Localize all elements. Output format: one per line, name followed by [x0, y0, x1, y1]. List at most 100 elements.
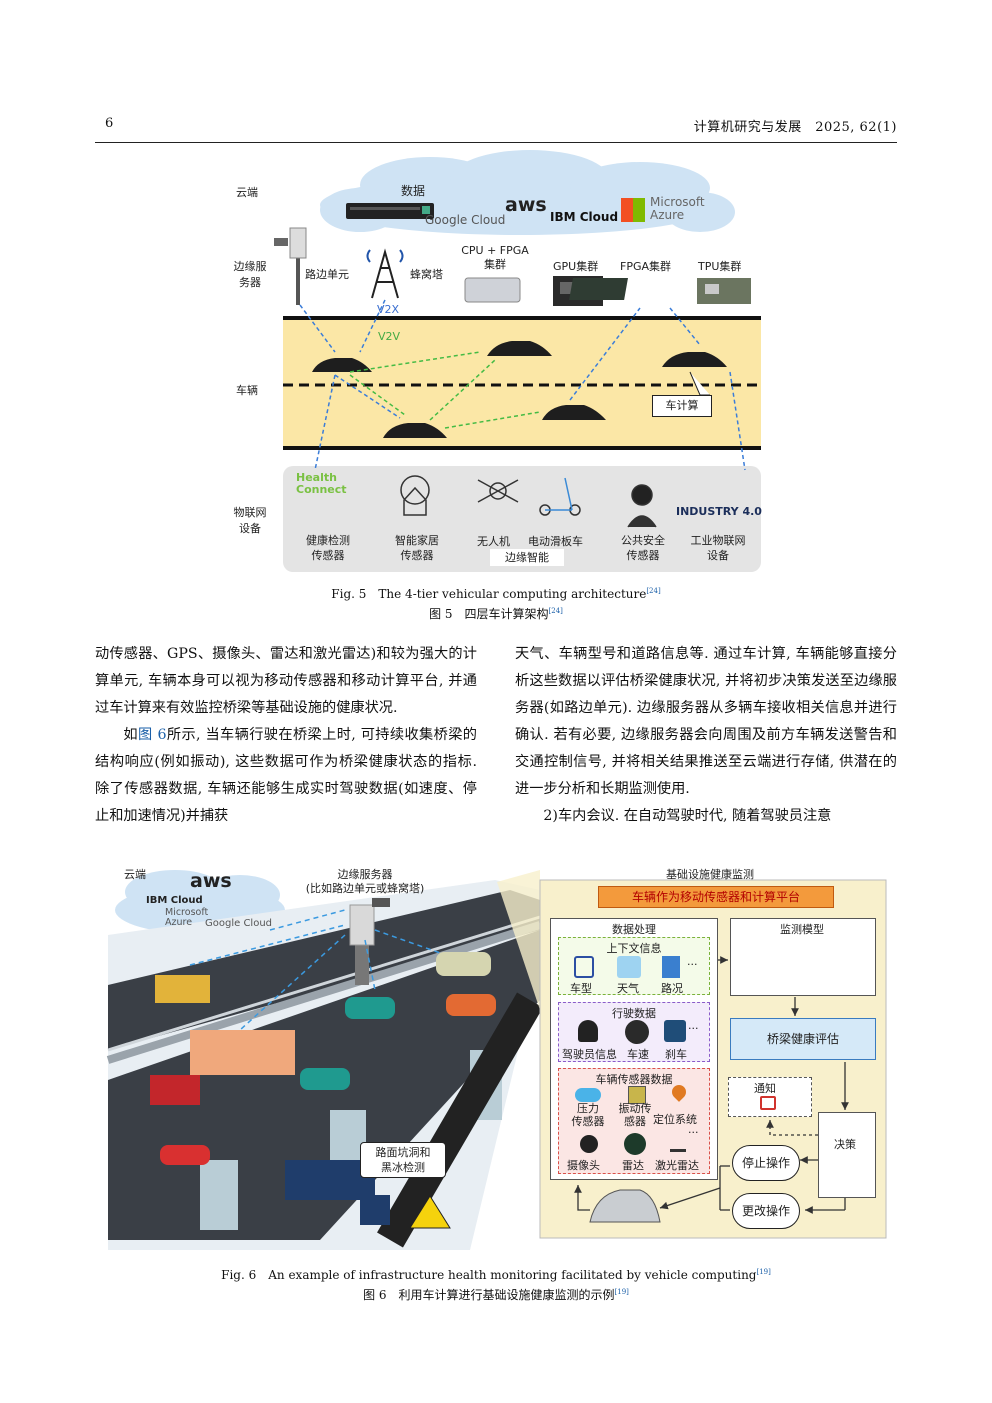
- weather-icon: [617, 956, 641, 978]
- rsu-label: 路边单元: [305, 268, 349, 281]
- panel-banner: 车辆作为移动传感器和计算平台: [598, 886, 834, 908]
- aws-logo: aws: [505, 194, 547, 216]
- change-operation: 更改操作: [732, 1193, 800, 1229]
- v2v-links: [349, 351, 541, 429]
- cell-tower-icon: [366, 248, 404, 299]
- context-ellipsis: ···: [687, 958, 698, 971]
- google-cloud-logo: Google Cloud: [425, 213, 506, 227]
- fig6-google-logo: Google Cloud: [205, 918, 273, 929]
- tpu-label: TPU集群: [698, 260, 742, 273]
- data-processing-title: 数据处理: [612, 923, 656, 936]
- azure-logo: Microsoft Azure: [650, 195, 705, 222]
- edge-tower-icon: [349, 898, 390, 985]
- ibm-cloud-logo: IBM Cloud: [550, 210, 619, 224]
- v2v-label: V2V: [378, 330, 401, 343]
- pothole-callout: 路面坑洞和 黑冰检测: [360, 1142, 446, 1178]
- drone-label: 无人机: [477, 535, 510, 548]
- figure-6-link[interactable]: 图 6: [137, 727, 167, 743]
- microsoft-logo-icon: [621, 198, 645, 222]
- sensor-item-camera: 摄像头: [567, 1159, 600, 1172]
- stop-operation: 停止操作: [732, 1145, 800, 1181]
- running-header: 6 计算机研究与发展 2025, 62(1): [95, 116, 897, 143]
- warning-sign-icon: [409, 1195, 451, 1229]
- brake-icon: [664, 1020, 686, 1042]
- tower-label: 蜂窝塔: [410, 268, 443, 281]
- lidar-icon: [670, 1134, 686, 1152]
- fig5-caption-zh: 图 5 四层车计算架构[24]: [429, 607, 563, 621]
- security-sensor-label: 公共安全 传感器: [621, 534, 665, 562]
- gpu-label: GPU集群: [553, 260, 599, 273]
- bridge-eval-box: 桥梁健康评估: [730, 1018, 876, 1060]
- left-column: 动传感器、GPS、摄像头、雷达和激光雷达)和较为强大的计算单元, 车辆本身可以视…: [95, 641, 477, 830]
- edge-server-sublabel: (比如路边单元或蜂窝塔): [305, 882, 425, 895]
- fig6-ibm-logo: IBM Cloud: [146, 895, 203, 906]
- cloud-data-label: 数据: [401, 184, 426, 198]
- cpu-fpga-icon: [464, 277, 521, 303]
- camera-icon: [580, 1135, 598, 1153]
- fpga-icon: [569, 278, 628, 300]
- road-condition-icon: [662, 956, 680, 978]
- sensor-item-radar: 雷达: [622, 1159, 644, 1172]
- right-column: 天气、车辆型号和道路信息等. 通过车计算, 车辆能够直接分析这些数据以评估桥梁健…: [515, 641, 897, 830]
- sensor-item-gps: 定位系统: [653, 1113, 697, 1126]
- v2x-links: [299, 299, 746, 471]
- notify-label: 通知: [754, 1082, 776, 1095]
- panel-car-icon: [589, 1189, 661, 1223]
- notify-box: [728, 1077, 812, 1117]
- health-connect-logo: Health Connect: [296, 471, 347, 496]
- sensor-item-pressure: 压力 传感器: [571, 1102, 605, 1128]
- driver-icon: [578, 1020, 598, 1042]
- fig6-aws-logo: aws: [190, 870, 232, 892]
- speedometer-icon: [625, 1020, 649, 1044]
- right-paragraph-2: 2)车内会议. 在自动驾驶时代, 随着驾驶员注意: [543, 808, 832, 824]
- vibration-sensor-icon: [628, 1086, 646, 1104]
- sensors-title: 车辆传感器数据: [595, 1073, 673, 1086]
- v2x-label: V2X: [377, 303, 400, 316]
- edge-server-label: 边缘服务器: [337, 868, 393, 881]
- edge-intelligence-label: 边缘智能: [490, 549, 564, 566]
- fig5-cars: [312, 341, 727, 438]
- sensors-ellipsis: ···: [688, 1126, 699, 1139]
- cloud-shape: [320, 150, 735, 235]
- context-item-weather: 天气: [617, 982, 639, 995]
- fpga-label: FPGA集群: [620, 260, 672, 273]
- rsu-icon: [274, 227, 307, 305]
- journal-title: 计算机研究与发展 2025, 62(1): [693, 120, 897, 135]
- industry-logo: INDUSTRY 4.0: [676, 505, 762, 518]
- driving-ellipsis: ···: [688, 1022, 699, 1035]
- vehicle-compute-callout: 车计算: [652, 395, 712, 417]
- road-area: [283, 318, 761, 448]
- radar-icon: [624, 1133, 646, 1155]
- smart-home-label: 智能家居 传感器: [395, 534, 439, 562]
- context-title: 上下文信息: [606, 942, 662, 955]
- cpu-fpga-label: CPU + FPGA 集群: [461, 244, 529, 271]
- scooter-label: 电动滑板车: [528, 535, 583, 548]
- tier-edge-label: 边缘服 务器: [233, 260, 267, 289]
- tier-iot-label: 物联网 设备: [233, 506, 267, 535]
- monitor-model-title: 监测模型: [780, 923, 824, 936]
- page-number: 6: [105, 116, 114, 131]
- panel-arrows: [574, 956, 849, 1214]
- left-paragraph-2: 如图 6所示, 当车辆行驶在桥梁上时, 可持续收集桥梁的结构响应(例如振动), …: [95, 727, 477, 824]
- driving-item-driver: 驾驶员信息: [562, 1048, 617, 1061]
- notification-icon: [760, 1096, 776, 1110]
- fig6-caption-zh: 图 6 利用车计算进行基础设施健康监测的示例[19]: [363, 1288, 629, 1302]
- monitor-model-box: [730, 918, 876, 996]
- car-model-icon: [574, 956, 594, 978]
- sensor-item-vibration: 振动传 感器: [618, 1102, 652, 1128]
- driving-item-speed: 车速: [627, 1048, 649, 1061]
- fig6-caption-en: Fig. 6 An example of infrastructure heal…: [221, 1268, 771, 1282]
- fig6-vehicles: [150, 952, 496, 1225]
- pressure-sensor-icon: [575, 1088, 601, 1102]
- fig6-azure-logo: Microsoft Azure: [165, 907, 209, 928]
- driving-item-brake: 刹车: [665, 1048, 687, 1061]
- tier-cloud-label: 云端: [236, 186, 258, 199]
- sensor-item-lidar: 激光雷达: [655, 1159, 699, 1172]
- context-item-road: 路况: [661, 982, 683, 995]
- left-paragraph-1: 动传感器、GPS、摄像头、雷达和激光雷达)和较为强大的计算单元, 车辆本身可以视…: [95, 646, 477, 716]
- fig5-caption-en: Fig. 5 The 4-tier vehicular computing ar…: [331, 587, 661, 601]
- right-paragraph-1: 天气、车辆型号和道路信息等. 通过车计算, 车辆能够直接分析这些数据以评估桥梁健…: [515, 646, 897, 797]
- industry-label: 工业物联网 设备: [690, 534, 746, 562]
- decision-label: 决策: [834, 1138, 856, 1151]
- server-rack-icon: [346, 203, 434, 219]
